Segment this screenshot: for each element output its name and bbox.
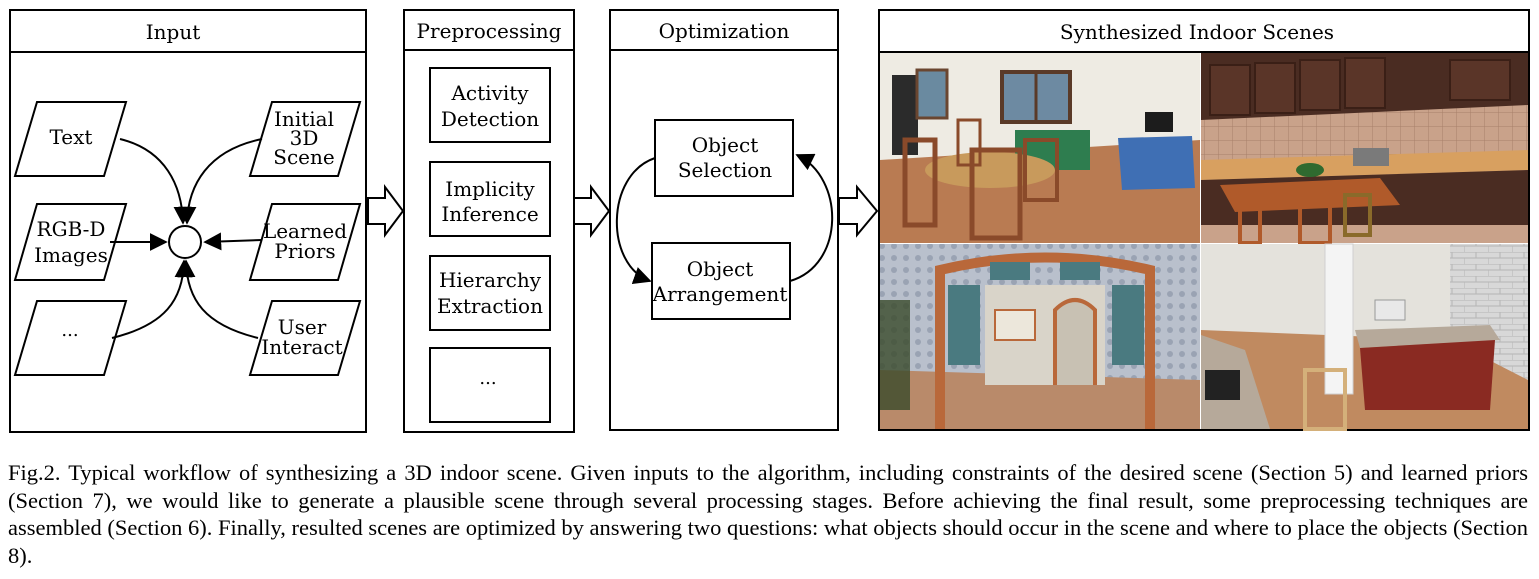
object-selection-label-2: Selection: [678, 158, 772, 182]
implicity-inference-label-2: Inference: [441, 202, 538, 226]
caption-text: Typical workflow of synthesizing a 3D in…: [8, 460, 1529, 568]
user-interact-node: User Interact: [248, 300, 362, 376]
initial-scene-label-1: Initial: [274, 107, 334, 131]
user-interact-label-1: User: [278, 315, 327, 339]
text-input-node: Text: [13, 101, 128, 177]
merge-node: [168, 225, 202, 259]
input-panel-title: Input: [146, 20, 201, 44]
scene-kitchen: [1201, 53, 1528, 245]
more-inputs-node: ...: [13, 300, 128, 376]
arrow-selection-to-arrangement: [615, 157, 656, 285]
hierarchy-extraction-label-2: Extraction: [437, 294, 543, 318]
activity-detection-label-2: Detection: [441, 107, 539, 131]
preprocessing-panel: Preprocessing Activity Detection Implici…: [403, 9, 575, 433]
arrow-initial-to-merge: [178, 138, 263, 225]
rgbd-input-label-2: Images: [34, 243, 108, 267]
hierarchy-extraction-label-1: Hierarchy: [439, 268, 542, 292]
text-input-label: Text: [50, 125, 93, 149]
scene-kitchen-corner: [1201, 243, 1528, 431]
learned-priors-node: Learned Priors: [248, 203, 362, 281]
scene-living-room: [880, 53, 1200, 243]
object-arrangement-label-2: Arrangement: [652, 282, 788, 306]
more-inputs-label: ...: [61, 320, 78, 341]
synthesized-scenes-panel: Synthesized Indoor Scenes: [878, 9, 1530, 431]
object-arrangement-label-1: Object: [687, 257, 753, 281]
input-panel: Input Text RGB-D Images ... Initial 3D S…: [9, 9, 367, 433]
object-arrangement-box: Object Arrangement: [651, 242, 791, 320]
optimization-panel-title: Optimization: [659, 19, 790, 43]
learned-priors-label-2: Priors: [274, 239, 335, 263]
activity-detection-label-1: Activity: [450, 81, 529, 105]
optimization-panel: Optimization Object Selection Object Arr…: [609, 9, 839, 431]
object-selection-box: Object Selection: [654, 119, 794, 197]
caption-label: Fig.2.: [8, 460, 61, 485]
scene-arched-doorway: [880, 244, 1200, 429]
hierarchy-extraction-box: Hierarchy Extraction: [429, 255, 551, 331]
arrow-arrangement-to-selection: [789, 153, 834, 282]
object-selection-label-1: Object: [692, 133, 758, 157]
learned-priors-label-1: Learned: [263, 219, 347, 243]
flow-arrow-1: [367, 184, 405, 238]
implicity-inference-label-1: Implicity: [445, 177, 535, 201]
synthesized-panel-title: Synthesized Indoor Scenes: [1060, 20, 1334, 44]
figure-caption: Fig.2. Typical workflow of synthesizing …: [8, 459, 1528, 569]
user-interact-label-2: Interact: [261, 335, 342, 359]
preprocessing-panel-title: Preprocessing: [417, 19, 562, 43]
implicity-inference-box: Implicity Inference: [429, 161, 551, 237]
more-preprocessing-label: ...: [479, 368, 496, 389]
initial-scene-label-3: Scene: [273, 145, 334, 169]
rgbd-input-label-1: RGB-D: [37, 217, 106, 241]
flow-arrow-2: [573, 184, 611, 238]
arrow-priors-to-merge: [203, 232, 263, 251]
rgbd-input-node: RGB-D Images: [13, 203, 128, 281]
arrow-user-to-merge: [177, 259, 259, 339]
initial-scene-node: Initial 3D Scene: [248, 101, 362, 177]
workflow-diagram: Input Text RGB-D Images ... Initial 3D S…: [9, 9, 1530, 433]
flow-arrow-3: [838, 184, 879, 238]
more-preprocessing-box: ...: [429, 347, 551, 423]
activity-detection-box: Activity Detection: [429, 67, 551, 143]
initial-scene-label-2: 3D: [290, 126, 319, 150]
